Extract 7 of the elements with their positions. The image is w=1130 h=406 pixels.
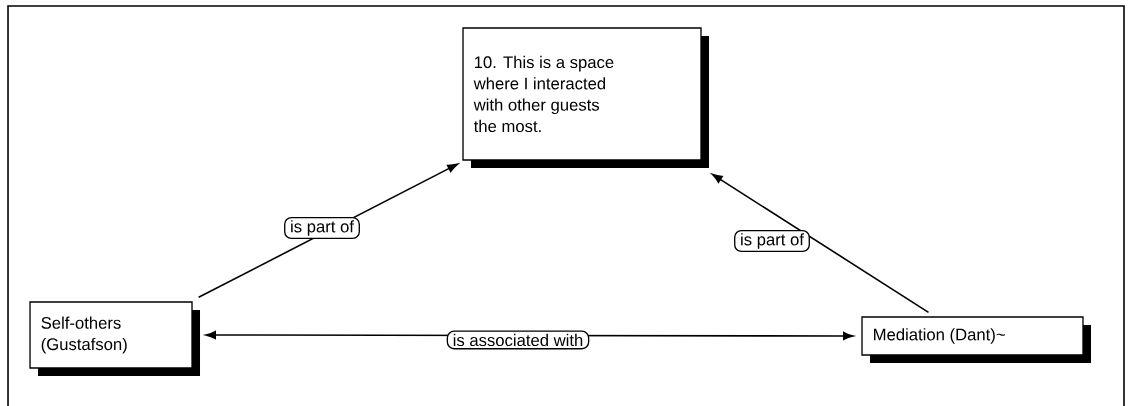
concept-box: Mediation (Dant)~ [861,316,1091,363]
edge-label: is associated with [446,330,590,350]
concept-box: 10. This is a space where I interacted with other guests the most. [462,27,709,168]
edge-label: is part of [284,216,360,240]
edge-label: is part of [734,229,810,253]
concept-box: Self-others (Gustafson) [29,301,200,376]
arrow [711,173,930,314]
